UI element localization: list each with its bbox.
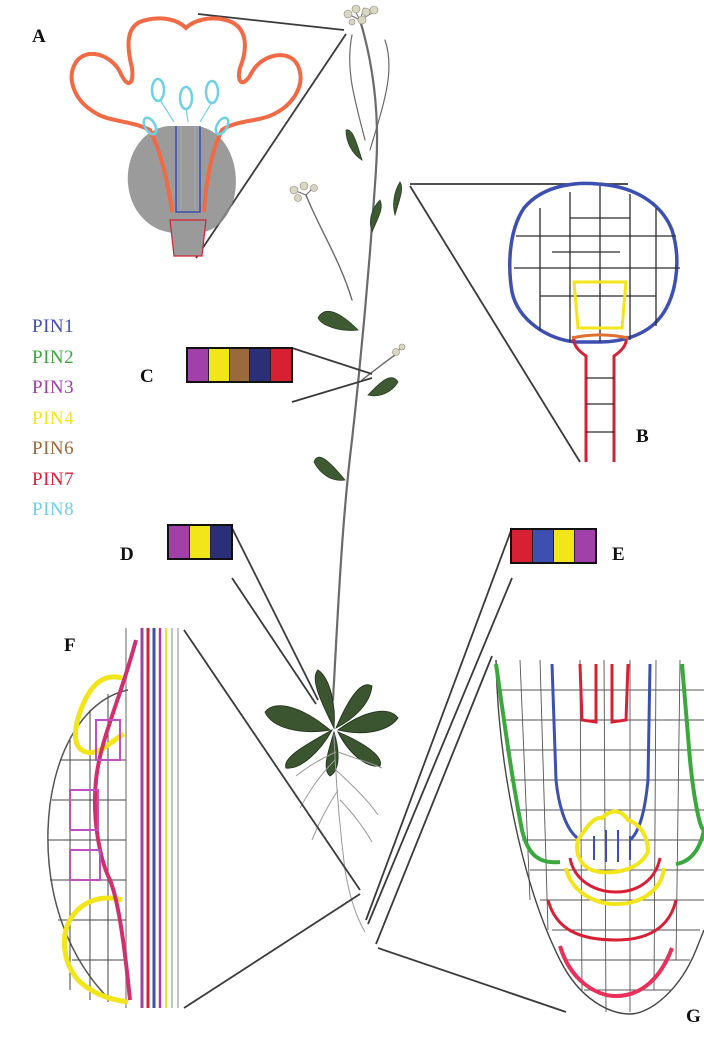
connector-g-bottom: [378, 948, 566, 1012]
cauline-leaves: [314, 130, 402, 481]
anther: [141, 116, 159, 137]
ovary-body: [128, 126, 236, 234]
lateral-root: [336, 770, 378, 815]
swatch-d: [167, 524, 233, 560]
pin7-rings: [560, 946, 672, 996]
inflorescence-top: [290, 5, 405, 356]
filament: [160, 100, 212, 122]
flower-bud: [349, 19, 355, 25]
flower-bud: [358, 16, 366, 24]
legend-item-pin3: PIN3: [32, 373, 74, 404]
cauline-leaf: [370, 200, 381, 232]
zoom-connectors: [184, 14, 628, 1012]
panel-f-lateral-root: [48, 628, 178, 1008]
legend-item-pin7: PIN7: [32, 465, 74, 496]
panel-label-b: B: [636, 426, 649, 448]
flower-bud: [290, 186, 298, 194]
anther: [152, 79, 164, 101]
connector-a-top: [198, 14, 344, 30]
flower-bud: [393, 349, 400, 356]
swatch-c: [186, 347, 293, 383]
swatch-cell: [575, 530, 595, 562]
panel-label-a: A: [32, 26, 46, 48]
branch-stem-2: [362, 355, 395, 380]
connector-e-bottom: [368, 578, 512, 924]
cauline-leaf: [394, 182, 402, 215]
panel-label-c: C: [140, 366, 154, 388]
lateral-root: [340, 800, 372, 842]
pin7-rings: [548, 900, 676, 940]
pedicels-top: [296, 8, 401, 355]
legend-item-pin8: PIN8: [32, 495, 74, 526]
legend-item-pin6: PIN6: [32, 434, 74, 465]
anther: [213, 116, 231, 137]
lateral-root: [312, 790, 338, 840]
anther: [180, 87, 192, 109]
swatch-cell: [169, 526, 190, 558]
qc-cells: [594, 830, 630, 862]
embryo-proper-outline: [510, 183, 677, 342]
panel-label-d: D: [120, 544, 134, 566]
anther: [206, 81, 218, 103]
flower-bud: [344, 10, 352, 18]
connector-g-top: [376, 656, 492, 944]
suspensor-outline: [574, 336, 627, 462]
panel-label-f: F: [64, 635, 76, 657]
legend-item-pin4: PIN4: [32, 404, 74, 435]
main-stem: [333, 20, 377, 700]
cauline-leaf: [318, 311, 358, 330]
panel-a-flower: [72, 18, 301, 256]
swatch-cell: [250, 349, 271, 381]
connector-c-bottom: [292, 378, 372, 402]
flower-bud: [362, 8, 370, 16]
cauline-leaf: [314, 457, 345, 480]
panel-g-root-tip: [496, 660, 704, 1014]
connector-f-bottom: [184, 894, 360, 1008]
swatch-cell: [188, 349, 209, 381]
cell-grid: [500, 660, 704, 1012]
flower-bud: [352, 5, 360, 13]
connector-d-top: [232, 528, 318, 700]
swatch-cell: [554, 530, 575, 562]
suspensor-cells: [586, 378, 614, 432]
flower-bud: [300, 182, 308, 190]
swatch-cell: [512, 530, 533, 562]
swatch-e: [510, 528, 597, 564]
cauline-leaf: [368, 378, 398, 396]
cauline-leaf: [346, 130, 362, 160]
flower-bud: [399, 344, 405, 350]
pin4-outline-top: [75, 677, 124, 753]
legend-item-pin2: PIN2: [32, 343, 74, 374]
legend-item-pin1: PIN1: [32, 312, 74, 343]
rosette: [265, 670, 398, 776]
connector-d-bottom: [232, 578, 316, 704]
embryo-cell-walls: [514, 186, 680, 342]
rosette-leaf: [265, 706, 330, 732]
branch-stem-4: [350, 35, 365, 140]
flower-bud: [311, 185, 318, 192]
vascular-strands: [172, 628, 178, 1008]
primary-root: [334, 734, 365, 932]
panel-b-embryo: [510, 183, 680, 462]
swatch-cell: [211, 526, 231, 558]
swatch-cell: [533, 530, 554, 562]
swatch-cell: [271, 349, 291, 381]
flower-bud: [370, 6, 378, 14]
connector-b-bottom: [410, 186, 580, 462]
branch-stem-1: [306, 195, 352, 300]
swatch-cell: [230, 349, 251, 381]
panel-label-e: E: [612, 544, 625, 566]
swatch-cell: [209, 349, 230, 381]
panel-label-g: G: [686, 1006, 701, 1028]
ovary-base: [170, 220, 206, 256]
branch-stem-3: [370, 40, 389, 150]
pin4-columella: [577, 812, 648, 873]
flower-bud: [295, 195, 302, 202]
swatch-cell: [190, 526, 211, 558]
rosette-leaf: [338, 732, 380, 766]
pin-legend: PIN1 PIN2 PIN3 PIN4 PIN6 PIN7 PIN8: [32, 312, 74, 526]
rosette-leaf: [286, 730, 332, 768]
